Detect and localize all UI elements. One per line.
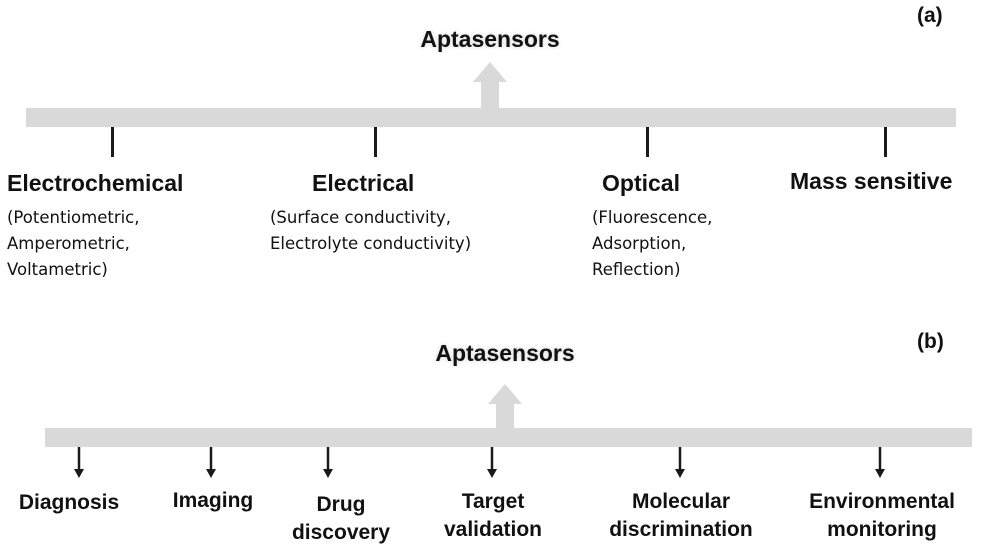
application-drug-discovery: Drug discovery xyxy=(291,493,391,544)
panel-a-tick-2 xyxy=(374,127,377,157)
panel-b-up-arrow xyxy=(488,384,522,428)
category-optical-title: Optical xyxy=(602,170,680,196)
category-electrochemical-title: Electrochemical xyxy=(7,170,184,196)
down-arrow-5-head xyxy=(675,469,685,478)
down-arrow-3-head xyxy=(323,469,333,478)
panel-a-up-arrow xyxy=(473,62,507,108)
down-arrow-4-head xyxy=(487,469,497,478)
application-molecular-discrimination: Molecular discrimination xyxy=(609,490,753,541)
down-arrow-6-head xyxy=(875,469,885,478)
category-electrochemical-detail: (Potentiometric, Amperometric, Voltametr… xyxy=(7,208,140,279)
panel-b-title: Aptasensors xyxy=(435,340,575,366)
application-diagnosis: Diagnosis xyxy=(18,491,120,514)
panel-a-tick-4 xyxy=(884,127,887,157)
down-arrow-2-head xyxy=(206,469,216,478)
category-electrical-title: Electrical xyxy=(312,170,415,196)
panel-b-label: (b) xyxy=(917,330,944,353)
panel-a-bar xyxy=(26,108,956,127)
application-environmental-monitoring: Environmental monitoring xyxy=(809,490,955,541)
panel-a-label: (a) xyxy=(917,4,943,27)
panel-a-tick-3 xyxy=(646,127,649,157)
panel-b-bar xyxy=(45,428,972,447)
down-arrow-1-head xyxy=(74,469,84,478)
category-optical-detail: (Fluorescence, Adsorption, Reflection) xyxy=(592,208,713,279)
application-target-validation: Target validation xyxy=(443,490,543,541)
category-mass-sensitive-title: Mass sensitive xyxy=(790,168,953,194)
panel-a-tick-1 xyxy=(111,127,114,157)
application-imaging: Imaging xyxy=(172,489,254,512)
panel-a-title: Aptasensors xyxy=(420,26,560,52)
category-electrical-detail: (Surface conductivity, Electrolyte condu… xyxy=(270,208,472,253)
